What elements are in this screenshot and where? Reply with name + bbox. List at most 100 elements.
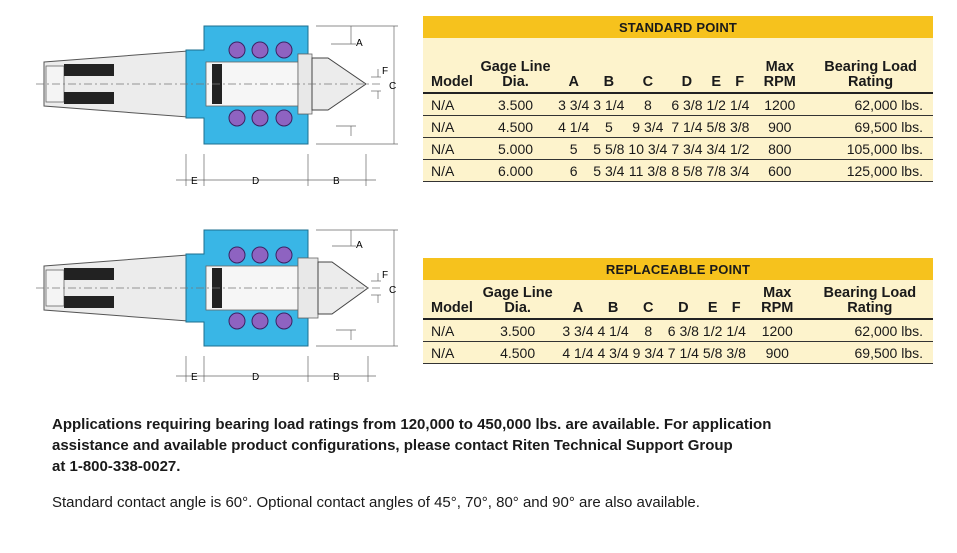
column-header: F [727,38,752,94]
table-cell: 10 3/4 [626,137,670,160]
dim-label-d: D [252,176,259,187]
column-header: D [669,38,705,94]
table-cell: 4 1/4 [595,319,631,342]
dim-label-b: B [333,176,340,187]
table-cell: 600 [751,159,809,182]
table-cell: 7/8 [704,159,728,182]
dim-label-c: C [389,81,396,92]
bearing-row-bottom [228,109,293,127]
table-cell: 9 3/4 [626,115,670,138]
table-cell: 5/8 [700,341,725,364]
table-header-row: Model Gage Line Dia. A B C D E F Max RPM… [423,38,933,94]
table-cell: 1/4 [724,319,748,342]
table-cell: 6 [556,159,592,182]
column-header: Model [423,280,475,320]
contact-angle-note: Standard contact angle is 60°. Optional … [52,494,700,511]
table-cell: 4.500 [474,341,561,364]
table-cell: 3/4 [704,137,728,160]
table-cell: 900 [747,341,807,364]
table-cell: 6 3/8 [665,319,701,342]
table-cell: 3 1/4 [591,93,627,116]
column-header: B [591,38,627,94]
table-cell: 62,000 lbs. [808,93,933,116]
column-header: Model [423,38,475,94]
replaceable-point-table: REPLACEABLE POINT Model Gage Line Dia. A… [423,258,933,364]
dim-label-f: F [382,66,388,77]
standard-point-diagram: A F C E D B [36,25,398,187]
column-header: A [556,38,592,94]
column-header: Bearing Load Rating [808,38,933,94]
table-cell: 105,000 lbs. [808,137,933,160]
table-cell: 5 3/4 [591,159,627,182]
table-cell: 8 [626,93,670,116]
table-cell: N/A [423,319,475,342]
table-cell: 5 [556,137,592,160]
table-cell: 5.000 [474,137,557,160]
seal-ring-bottom [64,92,114,104]
table-cell: 3/8 [724,341,748,364]
table-cell: 5 [591,115,627,138]
seal-ring-bottom [64,296,114,308]
availability-note: Applications requiring bearing load rati… [52,414,912,477]
dim-label-b: B [333,372,340,383]
table-cell: 125,000 lbs. [808,159,933,182]
table-cell: N/A [423,341,475,364]
column-header: A [560,280,596,320]
note-line: at 1-800-338-0027. [52,458,181,475]
dimension-lines [176,229,398,382]
seal-ring-top [64,268,114,280]
table-cell: 1/2 [704,93,728,116]
table-cell: 69,500 lbs. [808,115,933,138]
table-cell: 3.500 [474,93,557,116]
table-cell: 4 1/4 [556,115,592,138]
table-cell: 1200 [751,93,809,116]
bearing-row-bottom [228,312,293,330]
table-cell: 6.000 [474,159,557,182]
table-cell: 4.500 [474,115,557,138]
table-cell: 3 3/4 [560,319,596,342]
bearing-row-top [228,246,293,264]
table-cell: 1200 [747,319,807,342]
column-header: D [665,280,701,320]
standard-point-table: STANDARD POINT Model Gage Line Dia. A B … [423,16,933,182]
column-header: Max RPM [751,38,809,94]
table-cell: 3/4 [727,159,752,182]
table-cell: 4 1/4 [560,341,596,364]
dim-label-d: D [252,372,259,383]
standard-point-title: STANDARD POINT [423,16,933,38]
column-header: Gage Line Dia. [474,280,561,320]
table-cell: 5 5/8 [591,137,627,160]
table-cell: 1/2 [727,137,752,160]
column-header: E [704,38,728,94]
table-cell: N/A [423,93,475,116]
dim-label-f: F [382,270,388,281]
column-header: Gage Line Dia. [474,38,557,94]
replaceable-point-title: REPLACEABLE POINT [423,258,933,280]
dim-label-c: C [389,285,396,296]
table-cell: 8 [630,319,666,342]
dim-label-e: E [191,176,198,187]
dimension-lines [176,25,398,186]
table-cell: N/A [423,137,475,160]
dim-label-a: A [356,240,363,251]
table-cell: 9 3/4 [630,341,666,364]
column-header: B [595,280,631,320]
table-cell: 8 5/8 [669,159,705,182]
table-cell: 1/4 [727,93,752,116]
table-cell: 800 [751,137,809,160]
bearing-row-top [228,41,293,59]
column-header: C [626,38,670,94]
table-cell: 6 3/8 [669,93,705,116]
column-header: F [724,280,748,320]
note-line: Applications requiring bearing load rati… [52,416,772,433]
table-cell: 7 1/4 [665,341,701,364]
table-cell: 7 3/4 [669,137,705,160]
column-header: Max RPM [747,280,807,320]
